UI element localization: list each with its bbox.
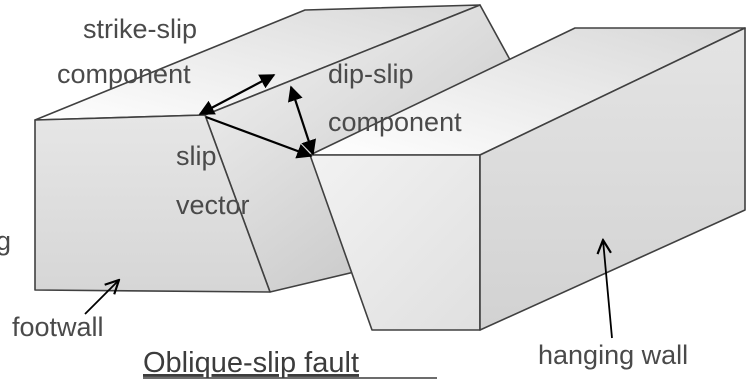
strike-slip-label-line2: component — [57, 59, 191, 89]
diagram-title: Oblique-slip fault — [143, 347, 359, 379]
footwall-label: footwall — [12, 312, 104, 342]
dip-slip-label-line2: component — [328, 107, 462, 137]
slip-arrows — [198, 74, 316, 159]
slip-vector-label-line1: slip — [176, 141, 217, 171]
clipped-edge-text: g — [0, 226, 11, 256]
slip-vector-label-line2: vector — [176, 190, 250, 220]
dip-slip-arrow — [288, 85, 316, 156]
hanging-wall-label: hanging wall — [538, 340, 688, 370]
hanging-wall-block — [309, 27, 746, 331]
footwall-front-face — [34, 114, 271, 293]
strike-slip-label-line1: strike-slip — [83, 14, 197, 44]
strike-slip-arrow — [198, 74, 276, 115]
slip-vector-arrow — [205, 115, 313, 159]
hanging-wall-side-face — [479, 27, 746, 331]
hanging-wall-pointer-arrow — [603, 240, 613, 339]
dip-slip-label-line1: dip-slip — [328, 59, 414, 89]
footwall-pointer-arrow — [84, 280, 119, 315]
